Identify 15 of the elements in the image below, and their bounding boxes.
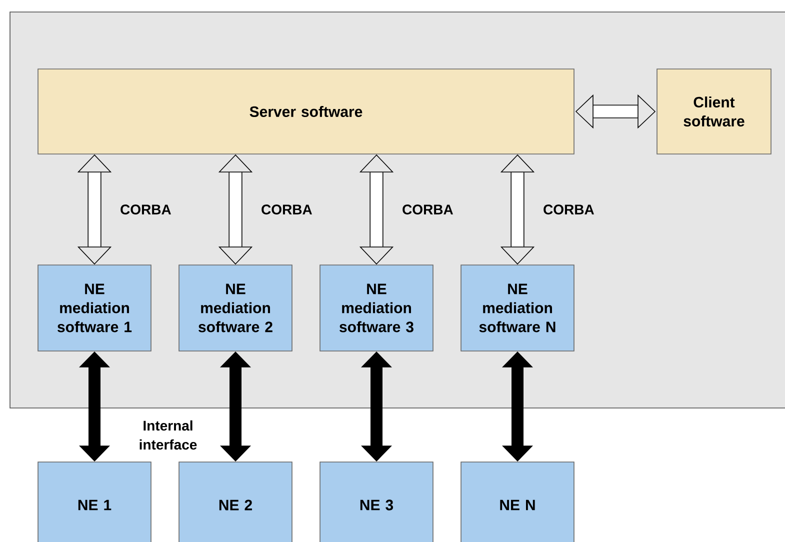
mediation-box: NE mediation software 3 — [320, 264, 434, 352]
edge-label: CORBA — [544, 204, 594, 214]
edge-label: CORBA — [262, 204, 312, 214]
mediation-box: NE mediation software 2 — [178, 264, 292, 352]
server-box: Server software — [38, 68, 574, 154]
edge-label: CORBA — [402, 204, 453, 214]
ne-box: NE N — [460, 462, 574, 542]
client-box: Client software — [656, 68, 772, 154]
interface-label: Internal interface — [140, 420, 197, 450]
ne-box: NE 2 — [178, 462, 292, 542]
ne-box: NE 1 — [38, 462, 152, 542]
ne-box: NE 3 — [320, 462, 434, 542]
mediation-box: NE mediation software N — [460, 264, 574, 352]
mediation-box: NE mediation software 1 — [38, 264, 152, 352]
edge-label: CORBA — [120, 204, 171, 214]
